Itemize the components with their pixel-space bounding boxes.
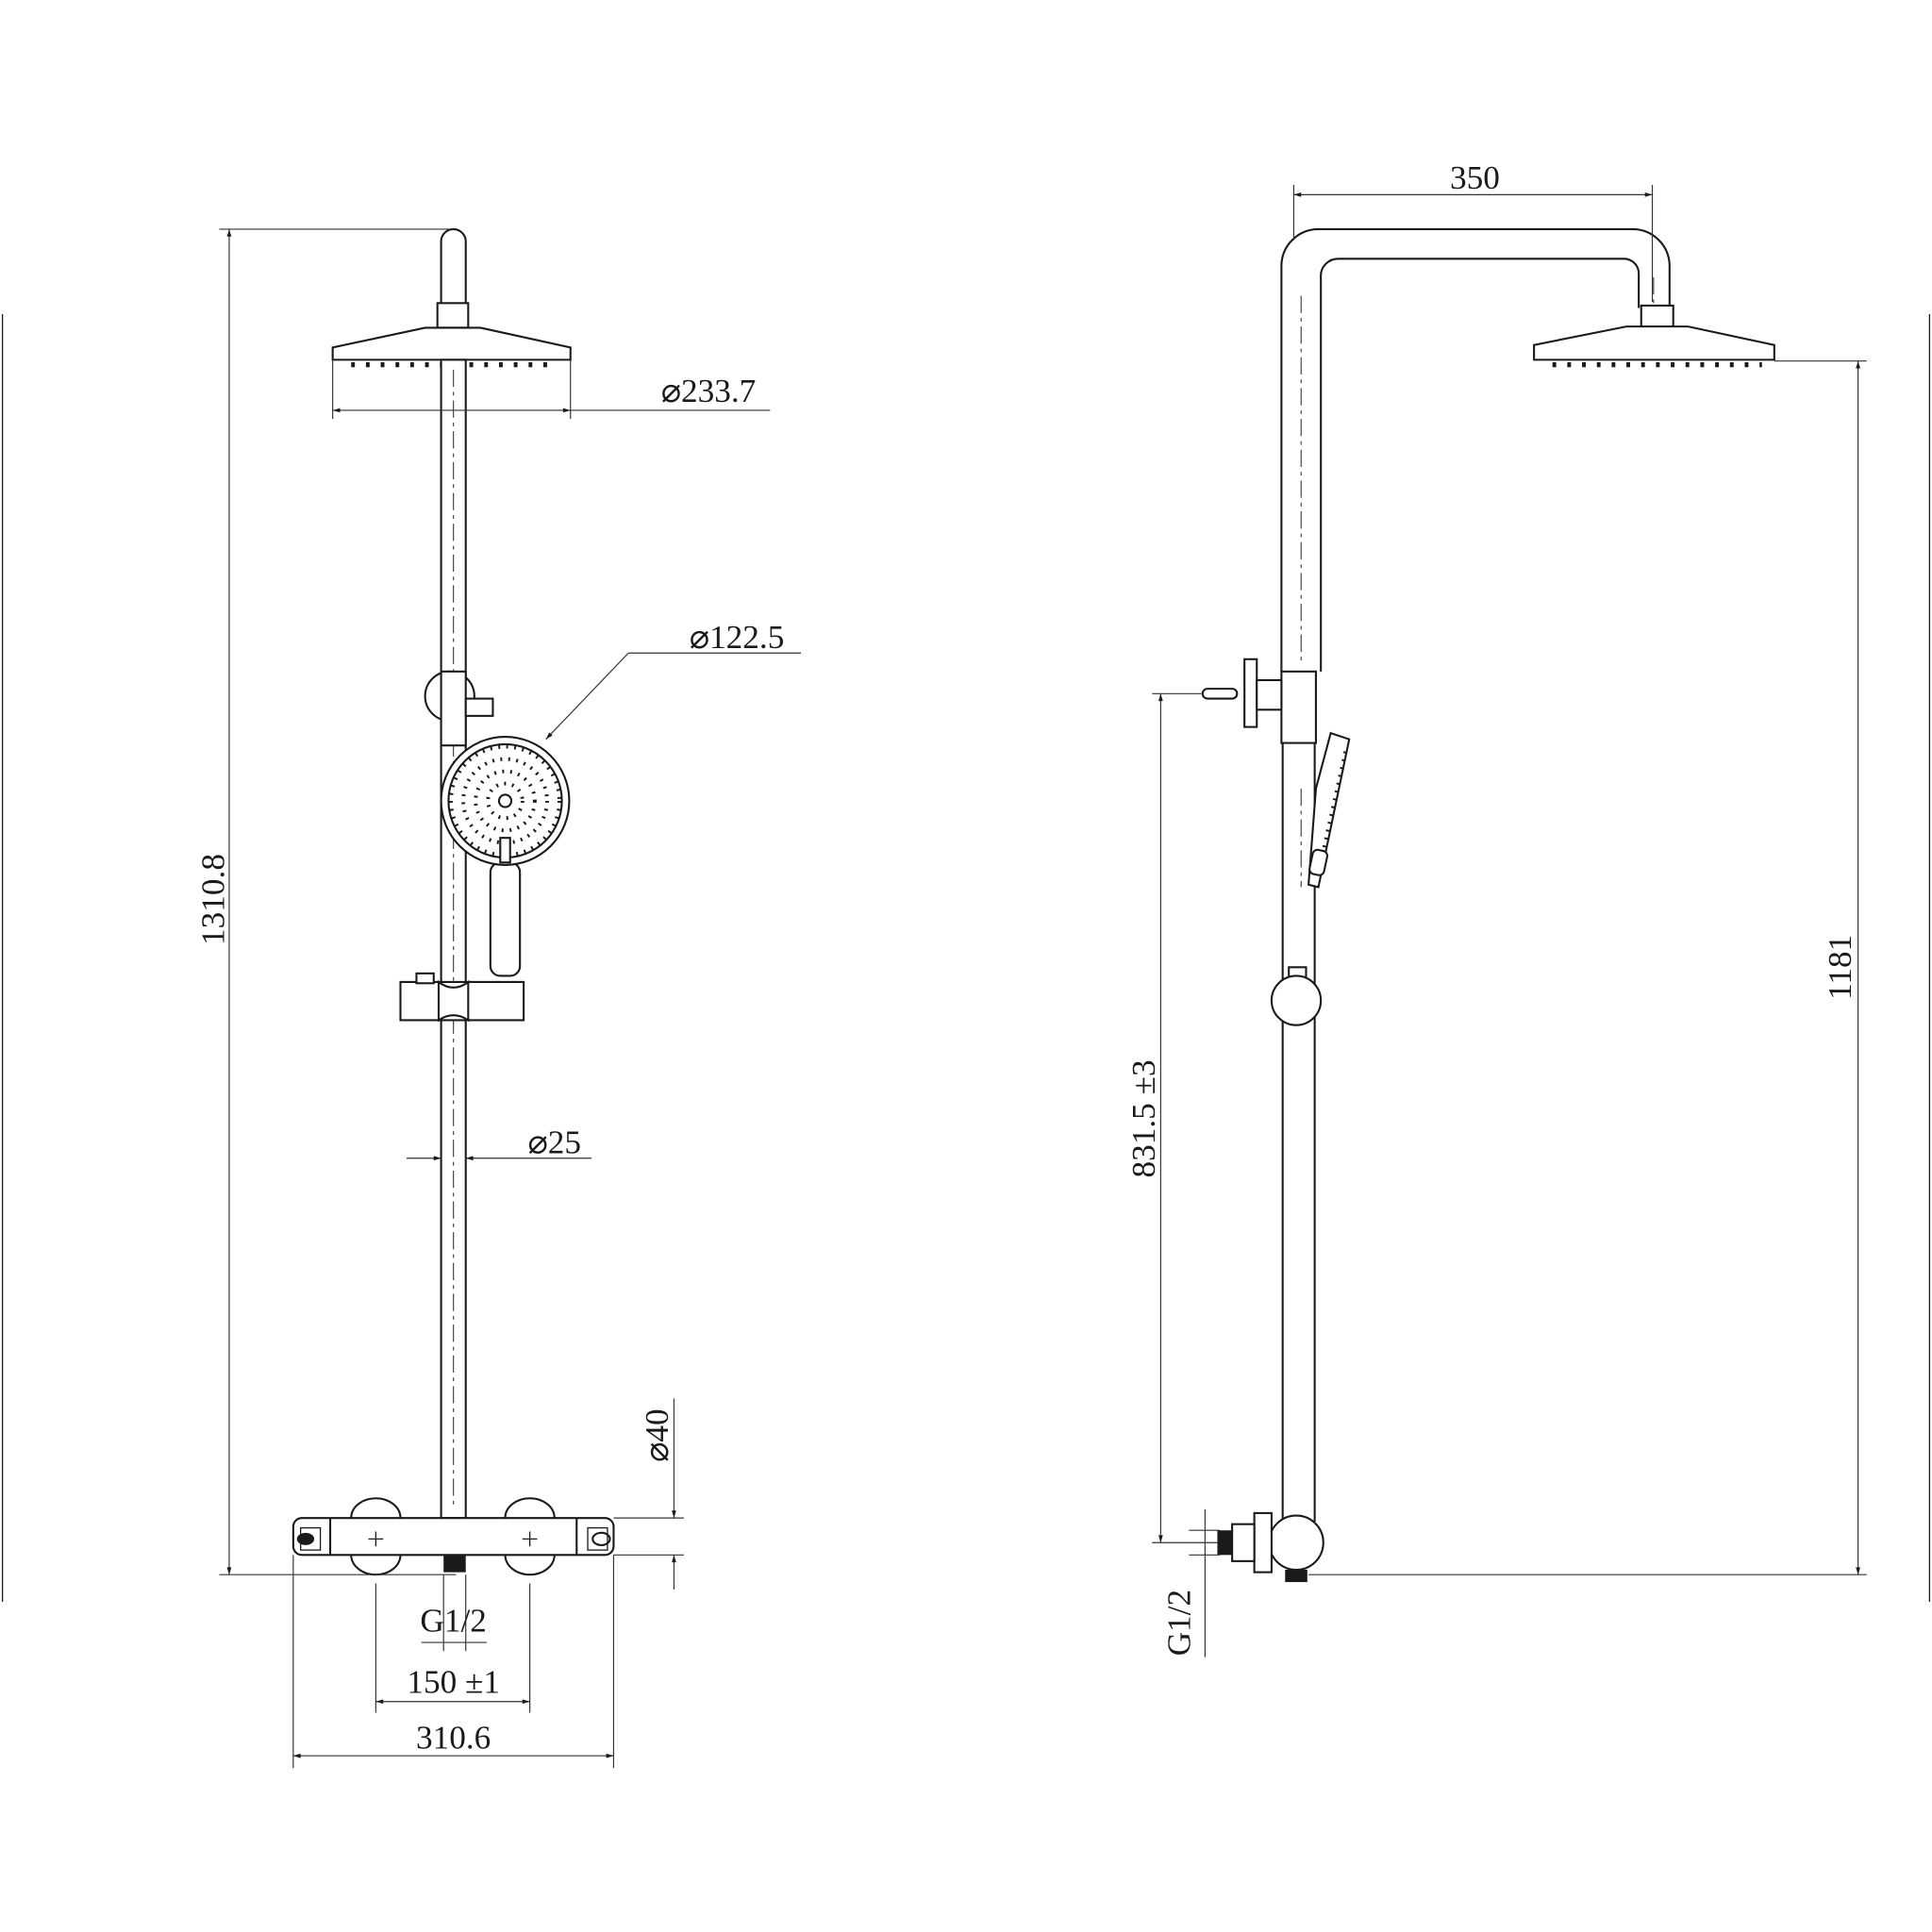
hand-shower-handle [489, 861, 522, 977]
dimension-overall-height: 1310.8 [195, 228, 457, 1575]
thermostat-valve [1268, 1514, 1324, 1572]
dimension-bracket-height: 831.5 ±3 [1125, 692, 1218, 1543]
outlet-thread-label: G1/2 [420, 1602, 487, 1639]
inlet-thread-label: G1/2 [1161, 1590, 1198, 1657]
dimension-hand-shower: ⌀122.5 [545, 619, 801, 741]
wall-bracket [1280, 670, 1317, 744]
rail-diameter-label: ⌀25 [528, 1124, 581, 1161]
inlet-spacing-label: 150 ±1 [407, 1664, 500, 1701]
dimension-valve-width: 310.6 [292, 1555, 615, 1769]
hand-shower [1307, 731, 1351, 889]
shower-arm [440, 227, 467, 308]
bracket-height-label: 831.5 ±3 [1125, 1059, 1162, 1177]
valve-nut [1253, 1511, 1273, 1574]
overhead-arm [1280, 227, 1671, 672]
rain-head-diameter-label: ⌀233.7 [661, 373, 757, 409]
head-height-label: 1181 [1822, 935, 1858, 1000]
dimension-rain-head: ⌀233.7 [332, 359, 771, 420]
wall-screw [1201, 688, 1239, 700]
dimension-rail: ⌀25 [407, 1124, 591, 1161]
slider-ring [1270, 974, 1323, 1026]
dimension-head-height: 1181 [1308, 360, 1867, 1575]
hose-clip [464, 697, 494, 717]
head-nut [436, 302, 470, 329]
dimension-valve: ⌀40 [613, 1398, 684, 1590]
valve-width-label: 310.6 [416, 1719, 491, 1756]
front-view: 1310.8 ⌀233.7 ⌀122.5 ⌀25 ⌀40 G1/2 150 ±1 [195, 227, 801, 1769]
spray-button [499, 837, 511, 864]
arm-reach-label: 350 [1450, 159, 1500, 196]
head-nut [1640, 304, 1674, 328]
overall-height-label: 1310.8 [195, 854, 232, 945]
dimension-outlet-thread: G1/2 [420, 1574, 487, 1652]
dimension-inlet-spacing: 150 ±1 [375, 1583, 531, 1713]
outlet-fitting [443, 1555, 466, 1573]
dimension-arm-reach: 350 [1292, 159, 1654, 302]
valve-diameter-label: ⌀40 [639, 1408, 675, 1461]
thermostat-knobs [350, 1497, 556, 1519]
dimension-inlet-thread: G1/2 [1161, 1508, 1221, 1657]
side-view: 350 1181 831.5 ±3 G1/2 [1125, 159, 1867, 1657]
rain-head [331, 326, 572, 361]
hand-shower-diameter-label: ⌀122.5 [690, 619, 785, 656]
inlet-fitting [1217, 1530, 1233, 1556]
rain-head [1533, 325, 1775, 361]
thermostat-valve [291, 1517, 615, 1557]
